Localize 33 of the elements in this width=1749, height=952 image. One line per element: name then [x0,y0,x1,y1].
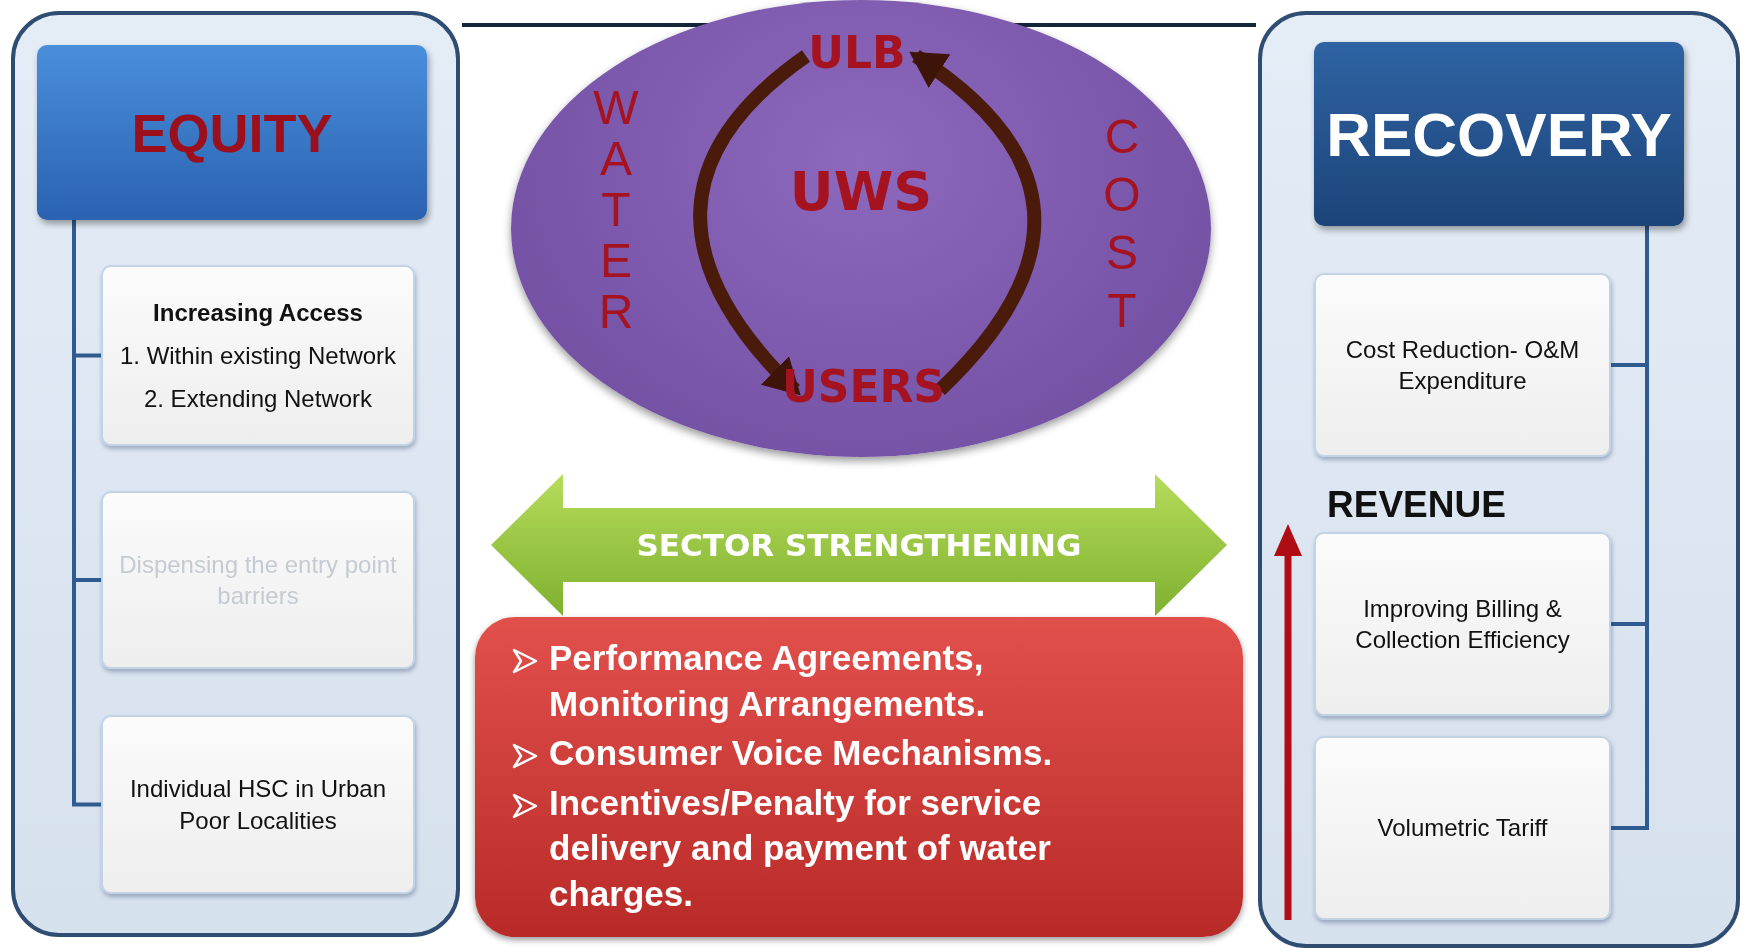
cycle-label: USERS [782,360,946,412]
card-text: Cost Reduction- O&M Expenditure [1344,334,1581,396]
edge-label: WATER [592,82,640,337]
cycle-label: ULB [808,26,906,78]
heading: RECOVERY [1326,98,1672,170]
bullet-panel [475,617,1243,937]
card-text: Individual HSC in Urban Poor Localities [128,774,388,836]
text-card [101,715,415,894]
bullet-text: Incentives/Penalty for service delivery and payment of water charges. [549,781,1052,915]
text-card [1314,736,1611,920]
center-label: UWS [789,160,933,223]
header-banner [37,45,427,220]
banner-label: SECTOR STRENGTHENING [636,527,1082,563]
panel-background [1258,11,1740,948]
curved-arrow [909,50,1041,395]
section-label: REVENUE [1327,484,1506,526]
text-card [1314,532,1611,716]
curved-arrow [693,50,811,396]
card-title: Increasing Access [153,297,363,328]
text-card [1314,273,1611,457]
panel-background [11,11,460,937]
card-text: 1. Within existing Network [119,340,397,371]
card-text: 2. Extending Network [143,384,373,415]
bullet-text: Performance Agreements, Monitoring Arrangements. [549,637,987,725]
edge-label: COST [1102,109,1142,339]
heading: EQUITY [131,101,333,164]
bullet-text: Consumer Voice Mechanisms. [549,732,1053,774]
card-text: Volumetric Tariff [1377,813,1548,844]
card-text: Improving Billing & Collection Efficiency [1354,593,1571,655]
header-banner [1314,42,1684,226]
text-card [101,265,415,446]
text-card [101,491,415,669]
double-arrow-banner [491,474,1227,616]
